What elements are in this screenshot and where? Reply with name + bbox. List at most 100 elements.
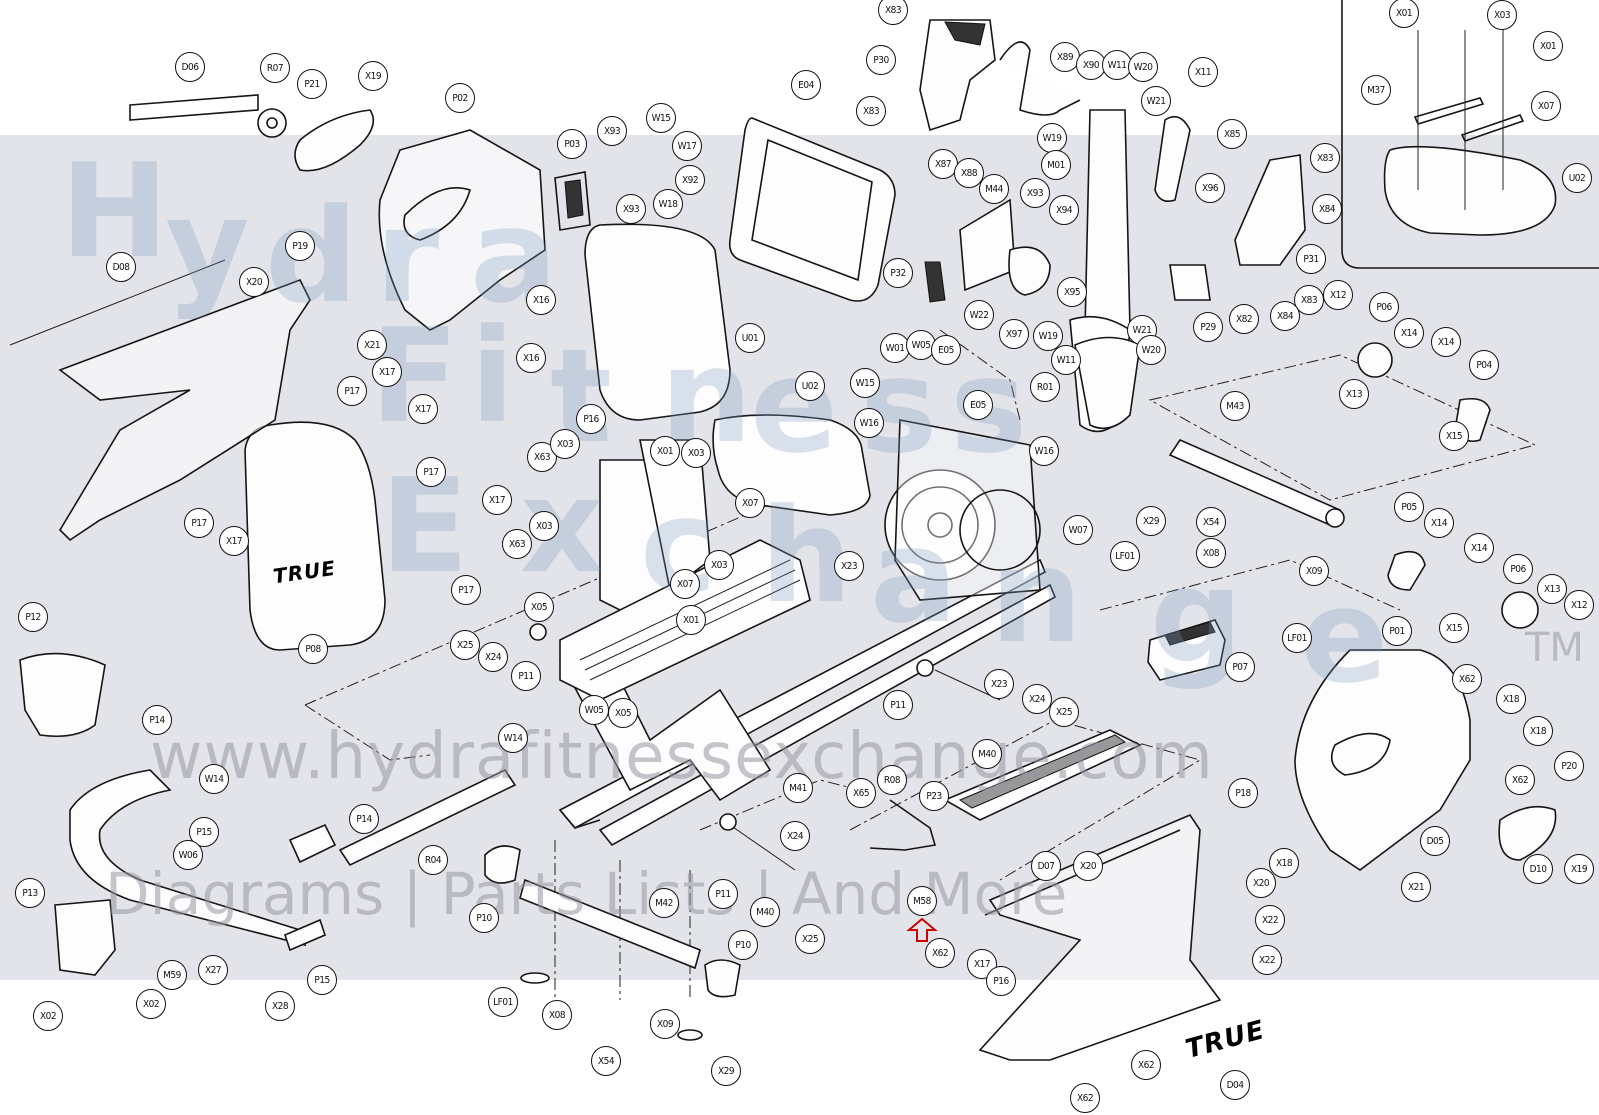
shroud-p31: [1234, 154, 1306, 266]
callout-d06: D06: [175, 52, 205, 82]
callout-x03: X03: [529, 511, 559, 541]
callout-w18: W18: [653, 189, 683, 219]
callout-p01: P01: [1382, 616, 1412, 646]
callout-x24: X24: [780, 821, 810, 851]
seat-cushion-inset: [1383, 145, 1557, 236]
callout-p15: P15: [307, 965, 337, 995]
callout-x24: X24: [1022, 684, 1052, 714]
callout-x13: X13: [1339, 379, 1369, 409]
callout-x18: X18: [1496, 684, 1526, 714]
leveler-lf01: [520, 972, 550, 984]
callout-x08: X08: [1196, 538, 1226, 568]
callout-x93: X93: [1020, 178, 1050, 208]
callout-x93: X93: [597, 116, 627, 146]
roller-p11-lower: [719, 813, 737, 831]
footplate-grip: [958, 734, 1127, 809]
callout-x01: X01: [1389, 0, 1419, 28]
callout-x63: X63: [527, 442, 557, 472]
callout-w21: W21: [1141, 86, 1171, 116]
callout-r04: R04: [418, 845, 448, 875]
callout-u02: U02: [795, 371, 825, 401]
callout-w01: W01: [880, 333, 910, 363]
callout-r07: R07: [260, 53, 290, 83]
shroud-window-right: [1330, 732, 1391, 776]
callout-x62: X62: [1070, 1083, 1100, 1113]
flywheel-inner: [901, 486, 979, 564]
roller-p11-left: [529, 623, 547, 641]
sleeve-p29: [1169, 264, 1211, 301]
leveler-x29: [677, 1029, 703, 1041]
callout-x03: X03: [550, 429, 580, 459]
callout-x17: X17: [408, 394, 438, 424]
highlight-arrow-icon: [906, 917, 938, 942]
callout-w20: W20: [1136, 335, 1166, 365]
callout-x95: X95: [1057, 277, 1087, 307]
callout-p05: P05: [1394, 492, 1424, 522]
callout-m41: M41: [783, 773, 813, 803]
left-frame: [58, 278, 311, 542]
roller-p11-upper: [916, 659, 934, 677]
callout-p17: P17: [416, 457, 446, 487]
callout-m01: M01: [1041, 150, 1071, 180]
ring-r07: [257, 108, 287, 138]
callout-x15: X15: [1439, 421, 1469, 451]
callout-x16: X16: [526, 285, 556, 315]
callout-w14: W14: [199, 764, 229, 794]
callout-w22: W22: [964, 300, 994, 330]
callout-w20: W20: [1128, 52, 1158, 82]
callout-x94: X94: [1049, 195, 1079, 225]
upper-shroud-p30: [919, 19, 996, 132]
callout-w17: W17: [672, 131, 702, 161]
callout-p08: P08: [298, 634, 328, 664]
callout-p11: P11: [883, 690, 913, 720]
callout-x90: X90: [1076, 50, 1106, 80]
callout-x13: X13: [1537, 574, 1567, 604]
callout-m37: M37: [1361, 75, 1391, 105]
callout-x83: X83: [1294, 285, 1324, 315]
callout-x93: X93: [616, 194, 646, 224]
callout-p03: P03: [557, 129, 587, 159]
callout-x62: X62: [1452, 664, 1482, 694]
callout-p06: P06: [1369, 292, 1399, 322]
cover-p03-inner: [564, 179, 584, 219]
callout-x20: X20: [1246, 868, 1276, 898]
callout-m40: M40: [972, 739, 1002, 769]
callout-x21: X21: [1401, 872, 1431, 902]
callout-x29: X29: [1136, 506, 1166, 536]
callout-u01: U01: [735, 323, 765, 353]
front-stabilizer-m42: [519, 878, 701, 970]
callout-x62: X62: [1131, 1050, 1161, 1080]
callout-x83: X83: [1310, 143, 1340, 173]
trim-strip-d08: [9, 259, 226, 346]
callout-x65: X65: [846, 778, 876, 808]
front-handle-m59: [69, 769, 307, 947]
callout-p14: P14: [349, 804, 379, 834]
callout-w05: W05: [579, 695, 609, 725]
callout-x05: X05: [524, 592, 554, 622]
grip-p14: [288, 823, 337, 864]
callout-x83: X83: [878, 0, 908, 25]
callout-x05: X05: [608, 698, 638, 728]
callout-x02: X02: [33, 1001, 63, 1031]
motor-w22: [1008, 246, 1051, 296]
backrest-pad: [584, 223, 731, 421]
callout-w11: W11: [1051, 345, 1081, 375]
callout-x63: X63: [502, 529, 532, 559]
callout-x11: X11: [1188, 57, 1218, 87]
callout-w07: W07: [1063, 515, 1093, 545]
backrest-plate-left: [244, 421, 386, 651]
callout-x09: X09: [650, 1009, 680, 1039]
callout-x20: X20: [239, 267, 269, 297]
callout-x97: X97: [999, 319, 1029, 349]
tube-r04: [338, 768, 517, 867]
callout-p14: P14: [142, 705, 172, 735]
inset-bolt-lines: [1417, 30, 1504, 210]
callout-x17: X17: [482, 485, 512, 515]
callout-d04: D04: [1220, 1070, 1250, 1100]
callout-x18: X18: [1269, 848, 1299, 878]
callout-p29: P29: [1193, 312, 1223, 342]
callout-m42: M42: [649, 888, 679, 918]
callout-x15: X15: [1439, 613, 1469, 643]
callout-x19: X19: [1564, 854, 1594, 884]
callout-d07: D07: [1031, 851, 1061, 881]
